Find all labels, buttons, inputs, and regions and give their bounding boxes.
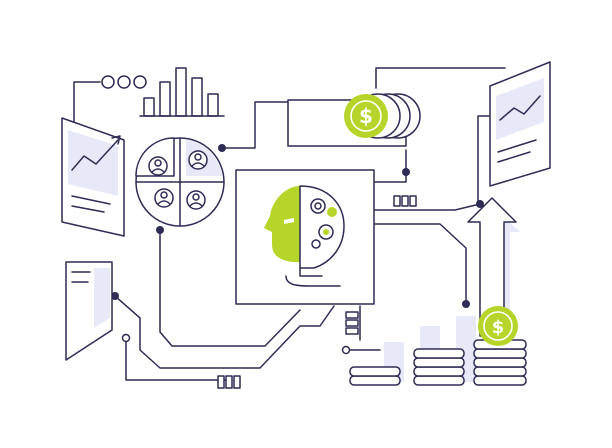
coin-stack-top: $ (344, 93, 421, 139)
coin-stack-medium (413, 348, 465, 386)
report-document-lower-left (65, 261, 113, 361)
circuit-traces (73, 67, 506, 387)
bar-chart-icon (139, 67, 225, 117)
dollar-coin-icon: $ (344, 94, 388, 138)
people-pie-chart (135, 137, 225, 227)
coin-stack-large: $ (473, 306, 527, 386)
circuit-nodes (111, 144, 484, 355)
coin-stack-small (349, 366, 401, 386)
dots-icon (101, 75, 147, 89)
report-document-right (489, 61, 551, 187)
dollar-coin-icon: $ (478, 306, 518, 346)
person-avatar-icon (186, 190, 206, 210)
svg-text:$: $ (359, 104, 373, 128)
report-document-left (61, 117, 125, 237)
person-avatar-icon (188, 150, 208, 170)
person-avatar-icon (148, 156, 168, 176)
ai-head-icon (264, 185, 345, 287)
ai-chip (217, 169, 417, 389)
person-avatar-icon (154, 188, 174, 208)
svg-text:$: $ (492, 317, 505, 338)
